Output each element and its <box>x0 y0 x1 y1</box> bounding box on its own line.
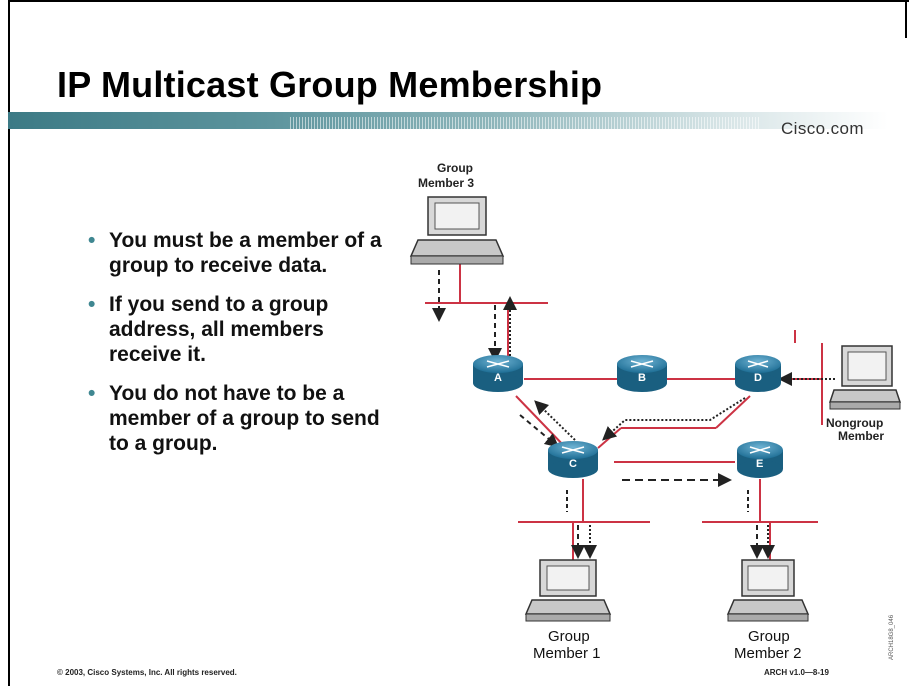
bullet-item: • You must be a member of a group to rece… <box>88 228 393 278</box>
course-code-footer: ARCH v1.0—8-19 <box>764 668 829 677</box>
title-bar-pattern <box>290 117 760 129</box>
computer-member1-icon <box>524 559 612 622</box>
router-b-label: B <box>638 372 646 384</box>
group-member-3-label-line1: Group <box>437 161 473 175</box>
router-c-icon: C <box>548 441 598 478</box>
computer-member2-icon <box>726 559 810 622</box>
link-d-c <box>715 395 751 429</box>
slide-title: IP Multicast Group Membership <box>57 64 603 105</box>
router-d-icon: D <box>735 355 781 392</box>
bullet-dot-icon: • <box>88 293 96 316</box>
bullet-item: • If you send to a group address, all mem… <box>88 292 393 367</box>
router-e-icon: E <box>737 441 783 478</box>
bullet-text: You do not have to be a member of a grou… <box>109 382 380 455</box>
group-member-3-label-line2: Member 3 <box>418 176 474 190</box>
router-e-label: E <box>756 458 763 470</box>
bullet-text: You must be a member of a group to recei… <box>109 229 382 277</box>
group-member-1-label-line2: Member 1 <box>533 645 601 662</box>
copyright-footer: © 2003, Cisco Systems, Inc. All rights r… <box>57 668 237 677</box>
router-c-label: C <box>569 458 577 470</box>
router-d-label: D <box>754 372 762 384</box>
nongroup-member-label-line1: Nongroup <box>826 416 883 430</box>
bullet-text: If you send to a group address, all memb… <box>109 293 329 366</box>
flow-arrow-c-to-a <box>534 400 576 441</box>
nongroup-member-label-line2: Member <box>838 429 884 443</box>
router-b-icon: B <box>617 355 667 392</box>
figure-id-label: ARCH18G8_046 <box>889 614 895 660</box>
group-member-2-label-line2: Member 2 <box>734 645 802 662</box>
link-d-c-3 <box>597 427 622 449</box>
bullet-dot-icon: • <box>88 229 96 252</box>
group-member-1-label-line1: Group <box>548 628 590 645</box>
bullet-item: • You do not have to be a member of a gro… <box>88 381 393 456</box>
slide-frame-right <box>905 0 907 38</box>
slide-frame-left <box>8 0 10 686</box>
router-a-label: A <box>494 372 502 384</box>
flow-arrow-d-to-c <box>602 397 746 441</box>
brand-label: Cisco.com <box>781 119 864 138</box>
multicast-network-diagram: A B C D E <box>409 161 902 662</box>
link-a-c <box>515 395 568 450</box>
bullet-dot-icon: • <box>88 382 96 405</box>
router-a-icon: A <box>473 355 523 392</box>
flow-arrow-a-to-c <box>519 414 560 448</box>
slide-frame-top <box>8 0 909 2</box>
computer-member3-icon <box>409 196 505 265</box>
group-member-2-label-line1: Group <box>748 628 790 645</box>
computer-nongroup-icon <box>828 345 902 410</box>
bullet-list: • You must be a member of a group to rece… <box>88 228 393 470</box>
